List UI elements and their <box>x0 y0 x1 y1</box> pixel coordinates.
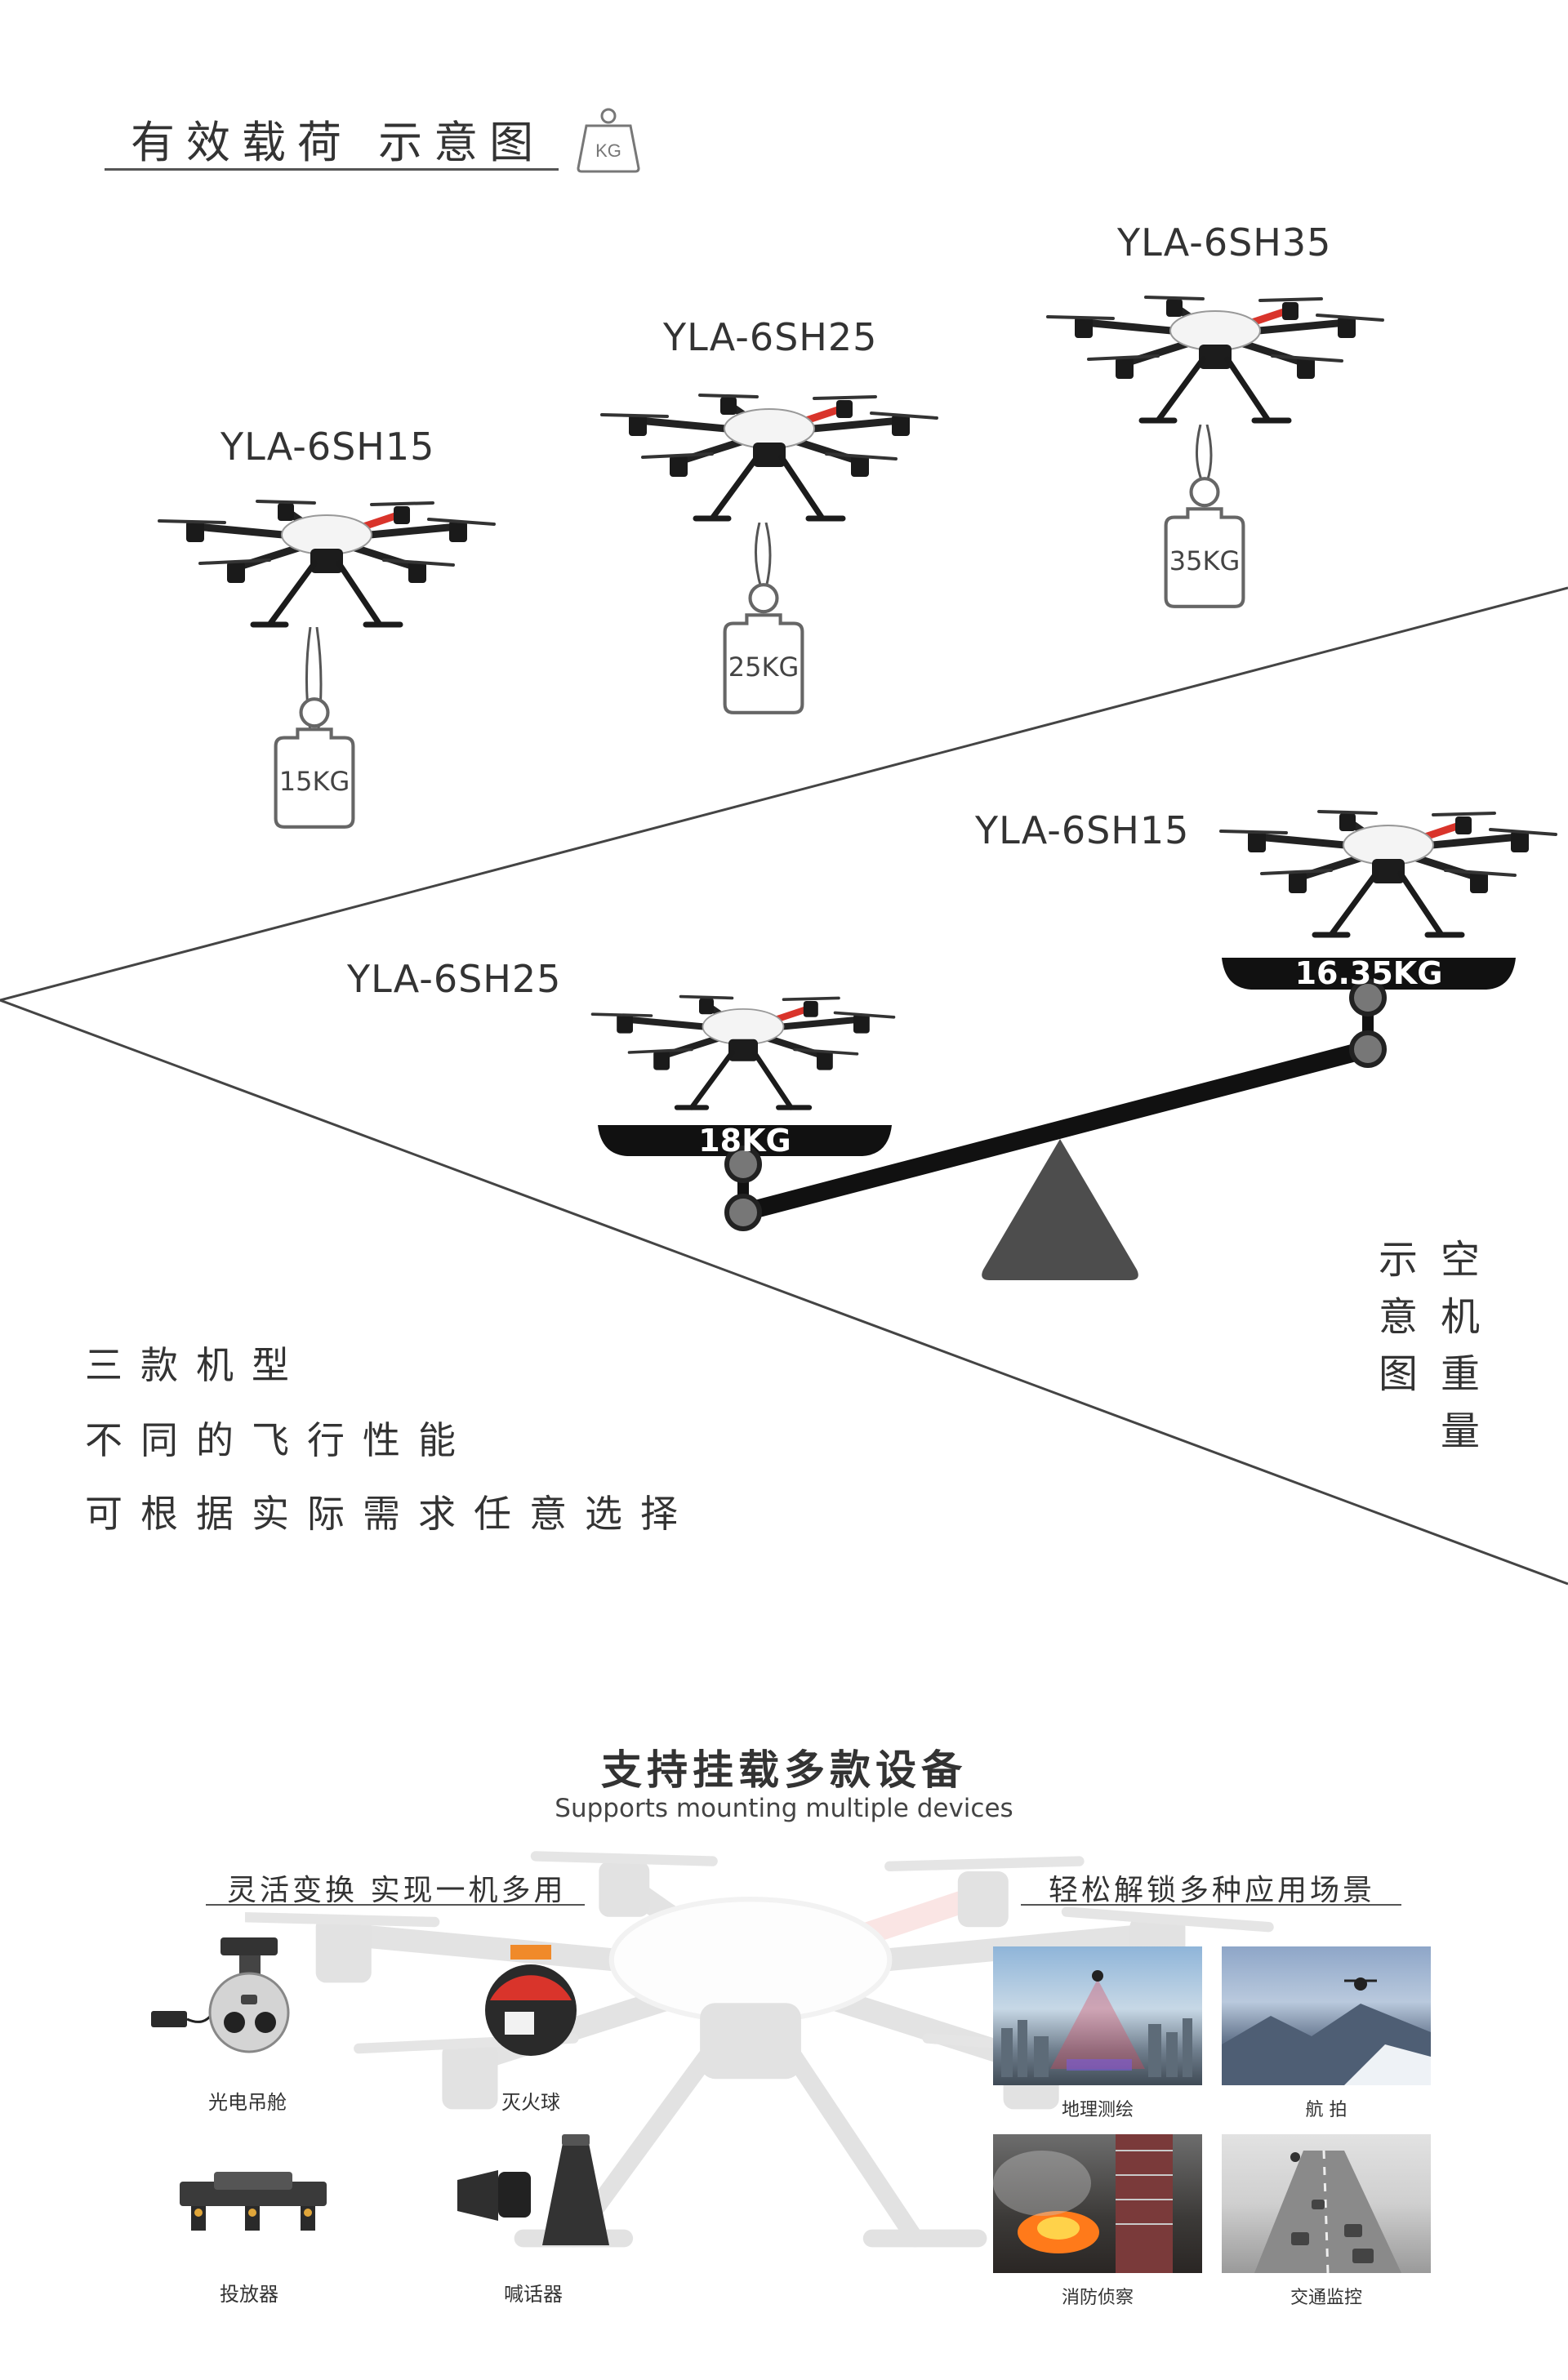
tether-3 <box>1195 425 1213 483</box>
device-label-fireball: 灭火球 <box>501 2091 560 2114</box>
scene-image-traffic <box>1222 2134 1431 2273</box>
scene-label-mapping: 地理测绘 <box>1061 2100 1134 2120</box>
dropper-icon <box>180 2172 327 2231</box>
gimbal-camera-icon <box>151 1937 290 2053</box>
weight-35kg: 35KG <box>1160 474 1250 612</box>
device-label-loudspeaker: 喊话器 <box>504 2283 563 2306</box>
seesaw-diagram <box>598 958 1516 1280</box>
diagonal-divider-lines <box>0 586 1568 1586</box>
scene-image-aerial <box>1222 1946 1431 2085</box>
fire-extinguisher-ball-icon <box>485 1945 577 2056</box>
device-label-dropper: 投放器 <box>220 2283 278 2306</box>
device-label-gimbal: 光电吊舱 <box>208 2091 287 2114</box>
vertical-title-col1: 空 机 重 量 <box>1440 1237 1480 1454</box>
loudspeaker-icon <box>457 2134 609 2245</box>
mounting-title: 支持挂载多款设备 <box>601 1746 967 1794</box>
model-label-2: YLA-6SH25 <box>663 315 878 359</box>
model-label-3: YLA-6SH35 <box>1117 220 1332 265</box>
scene-image-fire <box>993 2134 1202 2273</box>
title-underline <box>105 168 559 171</box>
right-platform-weight: 16.35KG <box>1294 955 1443 991</box>
weight-25kg: 25KG <box>719 580 808 718</box>
feature-line-3: 可根据实际需求任意选择 <box>85 1492 696 1536</box>
feature-line-1: 三款机型 <box>85 1343 307 1387</box>
scene-label-aerial: 航 拍 <box>1305 2100 1348 2120</box>
feature-line-2: 不同的飞行性能 <box>85 1418 474 1462</box>
seesaw-left-model: YLA-6SH25 <box>347 957 562 1001</box>
right-subheading-rule <box>1021 1904 1401 1906</box>
scene-image-mapping <box>993 1946 1202 2085</box>
svg-text:KG: KG <box>595 140 621 161</box>
left-subheading-rule <box>206 1904 585 1906</box>
tether-2 <box>755 523 772 589</box>
left-platform-weight: 18KG <box>698 1123 791 1159</box>
kg-weight-icon: KG <box>572 105 645 175</box>
mounting-subtitle: Supports mounting multiple devices <box>555 1794 1013 1823</box>
left-subheading: 灵活变换 实现一机多用 <box>227 1874 567 1907</box>
scene-label-fire: 消防侦察 <box>1061 2288 1134 2308</box>
page-title: 有效载荷 示意图 <box>131 117 546 168</box>
right-subheading: 轻松解锁多种应用场景 <box>1049 1874 1376 1907</box>
vertical-title-col2: 示 意 图 <box>1378 1237 1418 1397</box>
model-label-1: YLA-6SH15 <box>220 425 435 469</box>
seesaw-right-model: YLA-6SH15 <box>975 808 1190 852</box>
weight-15kg: 15KG <box>270 694 359 833</box>
scene-label-traffic: 交通监控 <box>1290 2288 1362 2308</box>
